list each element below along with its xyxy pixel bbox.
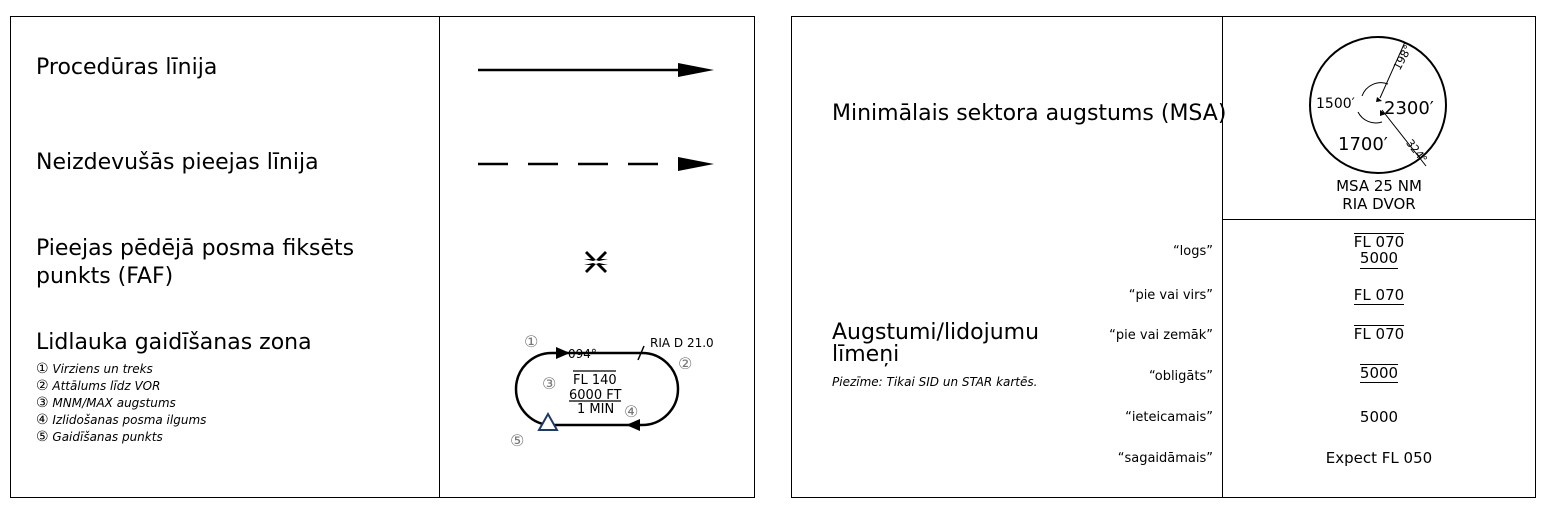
msa-alt-left: 1500′ xyxy=(1316,96,1355,112)
msa-bearing-2: 324° xyxy=(1403,137,1430,166)
left-legend-panel xyxy=(10,16,755,498)
msa-bearing-1: 198° xyxy=(1391,43,1415,73)
left-panel-divider xyxy=(439,16,440,498)
holding-num-3: ③ xyxy=(542,374,556,393)
holding-distance: RIA D 21.0 xyxy=(650,336,714,350)
row-label-at-or-above: “pie vai virs” xyxy=(1128,288,1213,303)
faf-label-line2: punkts (FAF) xyxy=(36,264,174,289)
row-label-mandatory: “obligāts” xyxy=(1148,369,1213,384)
row-value-mandatory: 5000 xyxy=(1359,364,1399,384)
row-value-at-or-below: FL 070 xyxy=(1353,325,1405,343)
legend-item: ④ Izlidošanas posma ilgums xyxy=(36,412,207,428)
missed-approach-line-symbol xyxy=(478,157,714,171)
holding-num-5: ⑤ xyxy=(510,431,524,450)
holding-course: 094° xyxy=(568,347,597,361)
holding-num-1: ① xyxy=(524,332,538,351)
faf-label-line1: Pieejas pēdējā posma fiksēts xyxy=(36,236,355,261)
row-label-at-or-below: “pie vai zemāk” xyxy=(1109,328,1213,343)
right-panel-divider xyxy=(1222,16,1223,498)
holding-time: 1 MIN xyxy=(577,402,614,417)
holding-num-2: ② xyxy=(678,354,692,373)
legend-item: ⑤ Gaidīšanas punkts xyxy=(36,429,163,445)
row-label-window: “logs” xyxy=(1172,244,1213,259)
faf-maltese-cross-icon xyxy=(584,251,608,273)
altitudes-note: Piezīme: Tikai SID un STAR kartēs. xyxy=(832,375,1038,389)
msa-caption-1: MSA 25 NM xyxy=(1336,177,1422,195)
holding-title: Lidlauka gaidīšanas zona xyxy=(36,330,312,355)
row-value-at-or-above: FL 070 xyxy=(1353,286,1405,306)
row-value-expected: Expect FL 050 xyxy=(1325,449,1433,467)
right-panel-row-divider xyxy=(1222,219,1536,220)
procedure-line-symbol xyxy=(478,63,714,77)
holding-fl: FL 140 xyxy=(573,373,617,388)
row-value-window: FL 070 5000 xyxy=(1353,233,1405,269)
legend-item: ① Virziens un treks xyxy=(36,361,153,377)
msa-alt-right: 2300′ xyxy=(1384,98,1434,119)
holding-fix-triangle-icon xyxy=(537,411,559,431)
altitudes-title-line2: līmeņi xyxy=(832,342,900,367)
holding-legend: ① Virziens un treks ② Attālums līdz VOR … xyxy=(36,361,206,446)
msa-caption-2: RIA DVOR xyxy=(1342,195,1416,213)
altitudes-title-line1: Augstumi/lidojumu xyxy=(832,320,1040,345)
row-label-recommended: “ieteicamais” xyxy=(1125,410,1213,425)
legend-item: ② Attālums līdz VOR xyxy=(36,378,161,394)
row-value-recommended: 5000 xyxy=(1359,408,1399,426)
holding-pattern-symbol: ① 094° RIA D 21.0 ② ③ FL 140 6000 FT 1 M… xyxy=(510,332,714,450)
legend-item: ③ MNM/MAX augstums xyxy=(36,395,176,411)
holding-num-4: ④ xyxy=(624,402,638,421)
msa-alt-bottom: 1700′ xyxy=(1338,134,1388,155)
holding-alt: 6000 FT xyxy=(569,388,621,403)
row-label-expected: “sagaidāmais” xyxy=(1117,451,1213,466)
procedure-line-label: Procedūras līnija xyxy=(36,55,218,80)
msa-label: Minimālais sektora augstums (MSA) xyxy=(832,101,1227,126)
missed-approach-label: Neizdevušās pieejas līnija xyxy=(36,150,319,175)
msa-symbol: 198° 324° 1500′ 2300′ 1700′ xyxy=(1309,36,1447,174)
right-legend-panel xyxy=(791,16,1536,498)
